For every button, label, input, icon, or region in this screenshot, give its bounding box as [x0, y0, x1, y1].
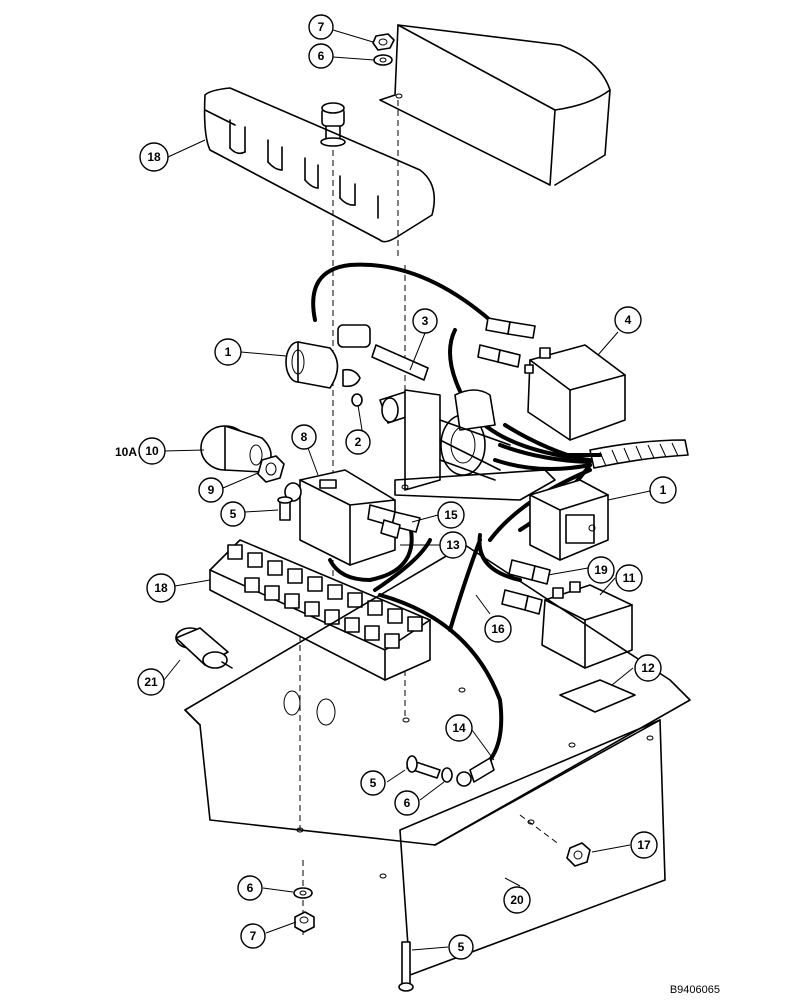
callout-13: 13 [439, 531, 467, 559]
nut-17 [566, 842, 591, 867]
top-shield-cover [379, 24, 611, 186]
svg-text:16: 16 [491, 622, 505, 636]
leader-lines [163, 29, 651, 951]
svg-text:8: 8 [301, 430, 308, 444]
callout-9: 9 [198, 477, 224, 503]
callout-14: 14 [445, 714, 473, 742]
callout-1-right: 1 [649, 476, 677, 504]
callout-21: 21 [137, 668, 165, 696]
washer-6-middle [441, 767, 453, 783]
callout-5-left: 5 [220, 501, 246, 527]
terminal-block-18 [209, 539, 431, 681]
wiring-harness [311, 262, 602, 762]
svg-text:1: 1 [225, 345, 232, 359]
callout-2: 2 [345, 429, 371, 455]
callout-18-cover: 18 [139, 142, 169, 172]
braided-harness [589, 439, 689, 469]
svg-text:6: 6 [404, 796, 411, 810]
cover-knob [320, 102, 346, 147]
svg-text:5: 5 [370, 776, 377, 790]
callout-18-block: 18 [146, 573, 176, 603]
svg-text:1: 1 [660, 483, 667, 497]
callout-6-middle: 6 [394, 790, 420, 816]
callout-7-top: 7 [308, 14, 334, 40]
callout-11: 11 [615, 564, 643, 592]
nut-7-bottom [294, 911, 315, 933]
callout-12: 12 [634, 654, 662, 682]
callout-10a: 10A [115, 445, 137, 459]
relay-4 [524, 344, 626, 441]
callout-5-bottom: 5 [448, 934, 474, 960]
switch-8 [284, 469, 396, 566]
decal-12 [559, 679, 636, 713]
svg-text:6: 6 [318, 49, 325, 63]
svg-text:14: 14 [452, 721, 466, 735]
svg-text:18: 18 [147, 150, 161, 164]
svg-text:5: 5 [458, 940, 465, 954]
svg-text:7: 7 [250, 929, 257, 943]
svg-text:6: 6 [247, 881, 254, 895]
fuse-cover-18 [203, 87, 436, 243]
callout-7-bottom: 7 [240, 923, 266, 949]
washer-6-bottom [293, 887, 313, 899]
callout-1-left: 1 [214, 338, 242, 366]
svg-text:20: 20 [510, 893, 524, 907]
callout-10: 10 [138, 437, 166, 465]
svg-text:5: 5 [230, 507, 237, 521]
washer-6-top [373, 54, 393, 66]
svg-text:11: 11 [623, 571, 636, 585]
sender-21 [175, 627, 233, 669]
callout-17: 17 [630, 831, 658, 859]
lamp-housing-assembly [379, 389, 511, 491]
socket-1-left [285, 341, 339, 389]
bolt-5-middle [406, 755, 441, 779]
connectors-13-15 [367, 504, 421, 539]
svg-text:12: 12 [641, 661, 655, 675]
terminal-screws [227, 544, 423, 649]
svg-text:21: 21 [144, 675, 158, 689]
relay-1-right [529, 479, 609, 561]
screw-5-left [277, 496, 293, 521]
svg-text:10: 10 [145, 444, 159, 458]
callout-16: 16 [484, 615, 512, 643]
bulb-2 [342, 368, 363, 407]
callout-5-middle: 5 [360, 770, 386, 796]
svg-text:10A: 10A [115, 445, 137, 459]
relay-11 [541, 581, 633, 669]
connectors-19 [501, 559, 551, 615]
callout-4: 4 [614, 306, 642, 334]
connectors-relay-4 [477, 317, 536, 368]
svg-text:7: 7 [318, 20, 325, 34]
callout-3: 3 [412, 308, 438, 334]
nut-9 [257, 455, 285, 483]
svg-text:17: 17 [637, 838, 651, 852]
nut-7-top [372, 33, 395, 51]
callout-6-bottom: 6 [237, 875, 263, 901]
svg-text:3: 3 [422, 314, 429, 328]
bracket-plate [394, 469, 556, 501]
base-panel-20 [184, 544, 691, 976]
svg-text:18: 18 [154, 581, 168, 595]
callout-15: 15 [437, 501, 465, 529]
callout-6-top: 6 [308, 43, 334, 69]
svg-text:4: 4 [625, 313, 632, 327]
callout-20: 20 [503, 886, 531, 914]
drawing-number: B9406065 [669, 984, 720, 996]
svg-text:9: 9 [208, 483, 215, 497]
fuse-3 [337, 324, 429, 381]
svg-text:2: 2 [355, 435, 362, 449]
bolt-5-bottom [398, 941, 414, 992]
svg-text:15: 15 [444, 508, 458, 522]
rubber-boot-10 [200, 425, 272, 473]
svg-text:13: 13 [446, 538, 460, 552]
callout-19: 19 [587, 556, 615, 584]
svg-text:19: 19 [594, 563, 608, 577]
ring-terminal-14 [456, 757, 495, 787]
callout-8: 8 [291, 424, 317, 450]
